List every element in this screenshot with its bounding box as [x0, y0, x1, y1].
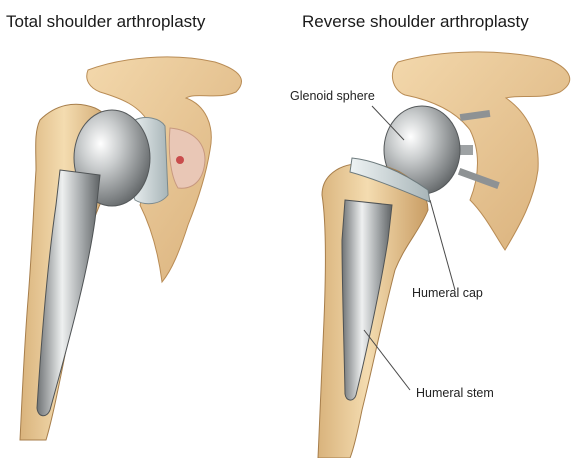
leader-humeral-cap: [430, 200, 455, 290]
label-humeral-cap: Humeral cap: [412, 286, 483, 300]
title-total-shoulder-arthroplasty: Total shoulder arthroplasty: [6, 12, 206, 31]
label-humeral-stem: Humeral stem: [416, 386, 494, 400]
label-glenoid-sphere: Glenoid sphere: [290, 89, 375, 103]
total-shoulder-illustration: [20, 57, 241, 440]
title-reverse-shoulder-arthroplasty: Reverse shoulder arthroplasty: [302, 12, 529, 31]
